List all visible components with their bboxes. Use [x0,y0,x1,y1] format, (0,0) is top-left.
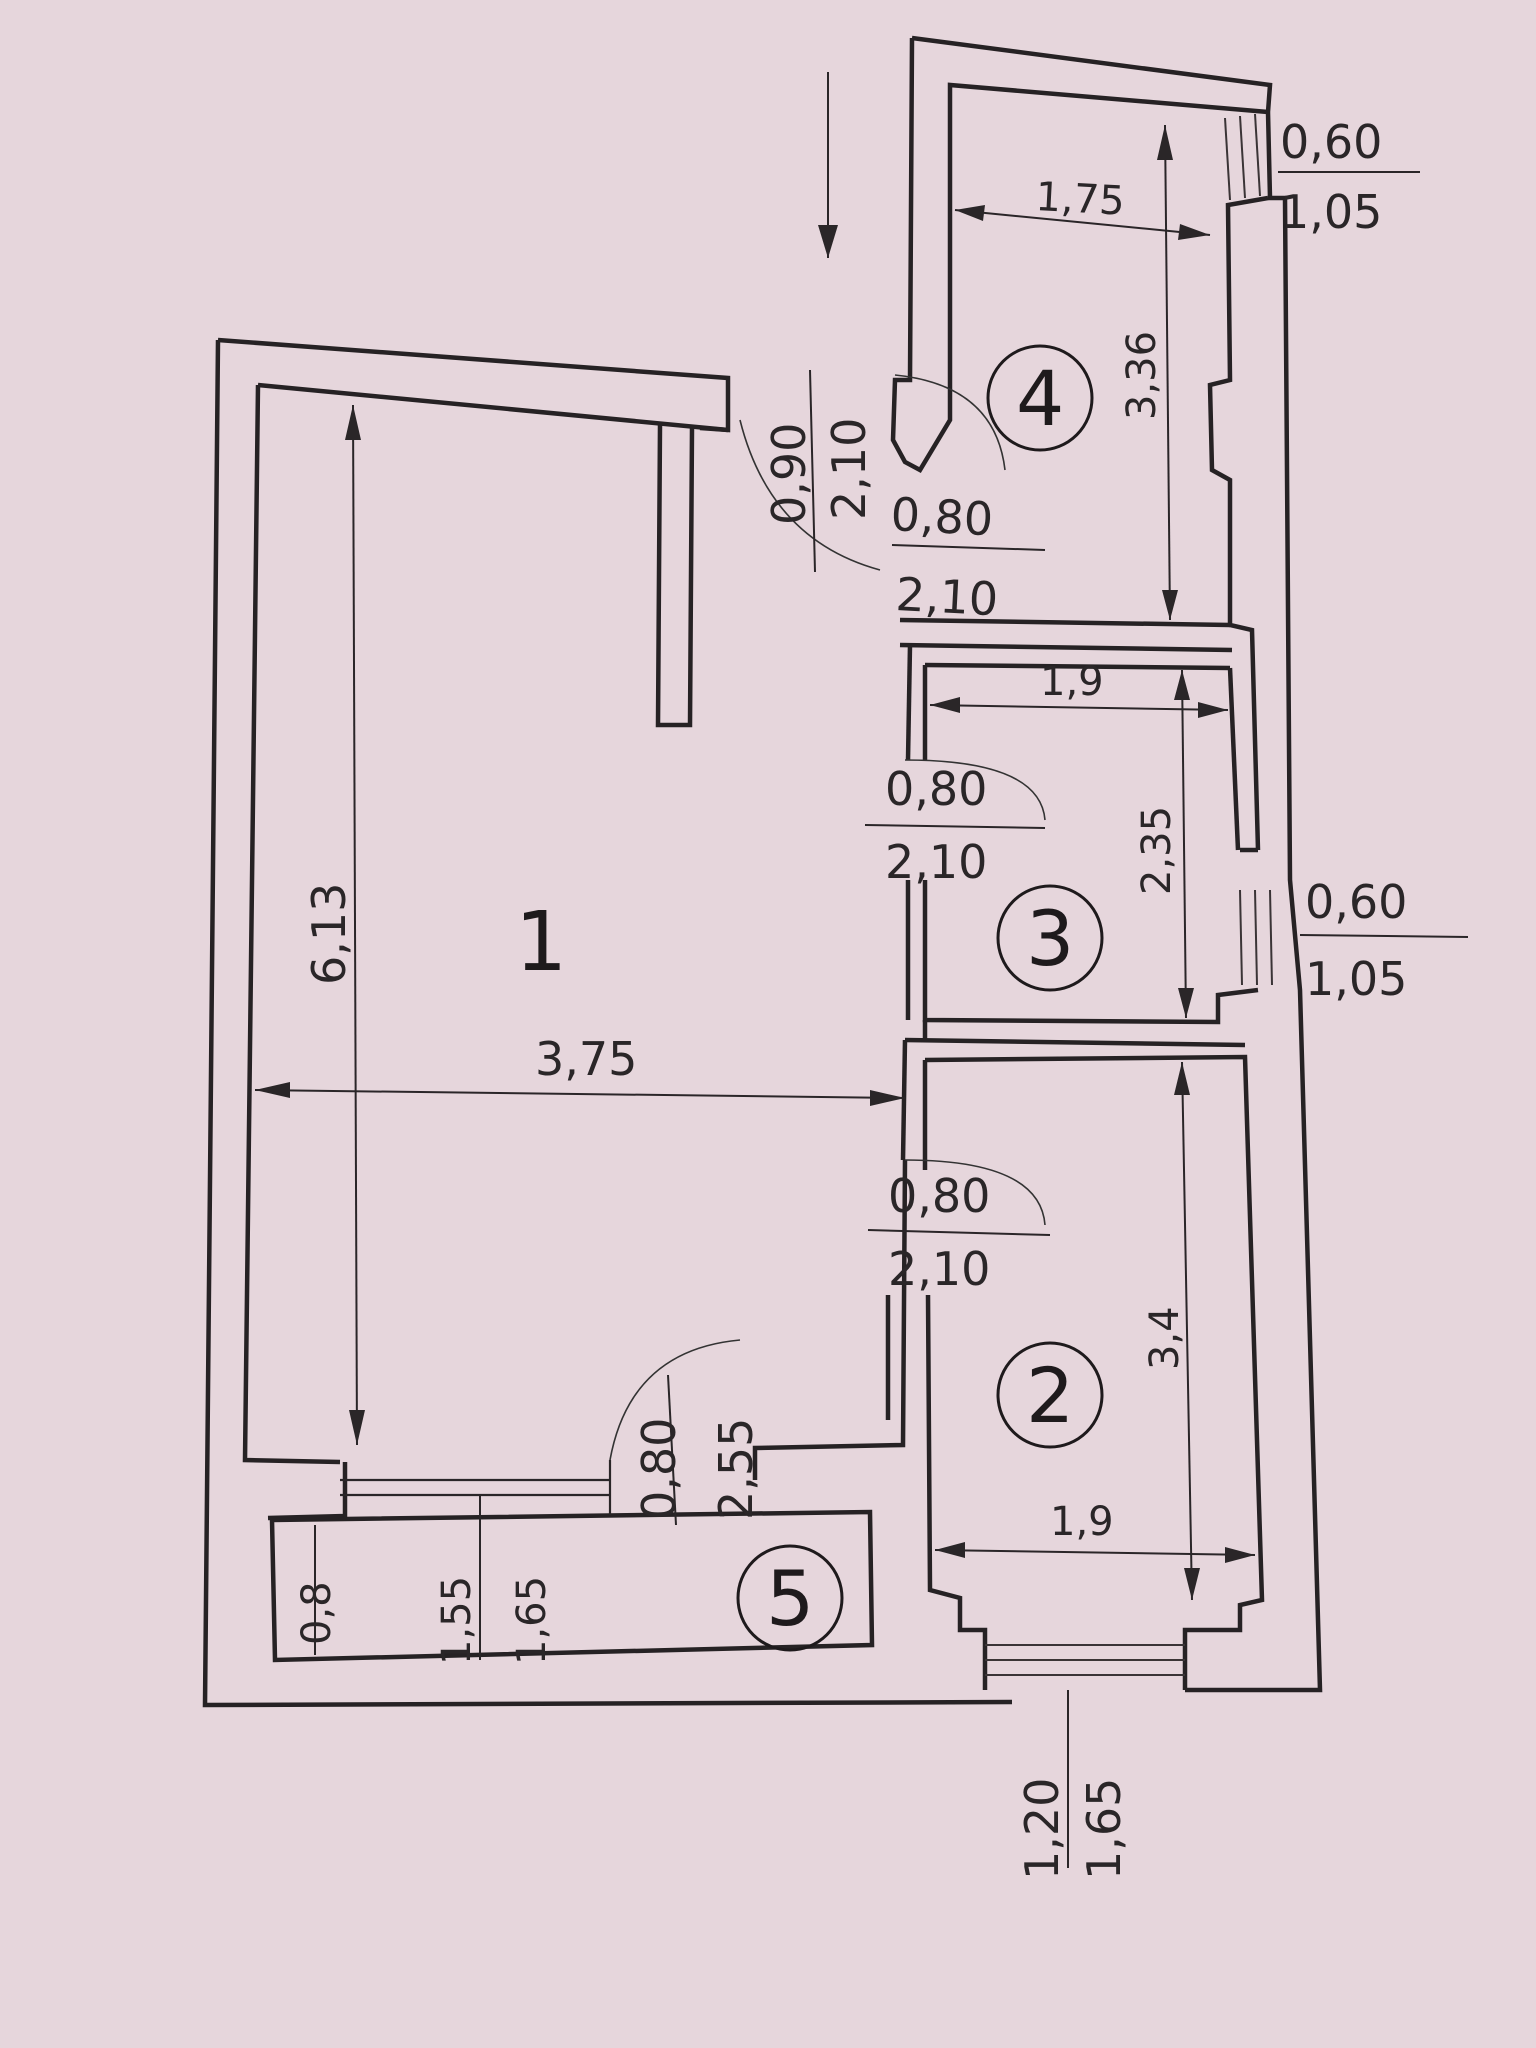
door-swings [609,374,1046,1461]
room5-c-label: 1,65 [509,1576,555,1665]
room4-length-label: 3,36 [1119,331,1165,420]
room4-width-label: 1,75 [1034,174,1125,225]
room-2-walls [752,1039,1265,1690]
entry-door-height: 2,10 [822,418,876,520]
room1-width-label: 3,75 [535,1032,637,1086]
door-room4-height: 2,10 [894,567,999,626]
entry-door-width: 0,90 [762,423,816,525]
door-room2-width: 0,80 [888,1169,990,1223]
window-room3-width: 0,60 [1305,875,1407,929]
window-room2-width: 1,20 [1015,1778,1069,1880]
window-room4-width: 0,60 [1280,115,1382,169]
window-room4-height: 1,05 [1280,185,1382,239]
window-room2-height: 1,65 [1077,1778,1131,1880]
window-room2 [985,1644,1185,1676]
door-room4-width: 0,80 [889,487,994,546]
room-2-circle [996,1341,1104,1449]
room3-length-label: 2,35 [1134,806,1180,895]
room-2-number: 2 [1026,1351,1074,1440]
room-3-circle [996,884,1104,992]
room-4-number: 4 [1016,354,1064,443]
dimension-lines [254,124,1469,1868]
window-room3-height: 1,05 [1305,952,1407,1006]
window-room3 [1239,889,1273,986]
room2-width-label: 1,9 [1050,1499,1114,1545]
room-5-number: 5 [766,1554,814,1643]
room-5-circle [736,1544,844,1652]
door-room3-width: 0,80 [885,762,987,816]
room-5-walls [269,1460,875,1663]
door-balcony-width: 0,80 [632,1418,686,1520]
room1-length-label: 6,13 [302,883,356,985]
outer-walls [202,35,1323,1708]
door-room2-height: 2,10 [888,1242,990,1296]
room-1-number: 1 [515,895,567,990]
room3-width-label: 1,9 [1040,659,1104,705]
door-balcony-height: 2,55 [709,1418,763,1520]
window-room4 [1224,113,1261,201]
room-4-circle [986,344,1094,452]
room-3-walls [904,644,1259,1048]
room-3-number: 3 [1026,894,1074,983]
room2-length-label: 3,4 [1142,1306,1188,1370]
room5-b-label: 1,55 [434,1576,480,1665]
room5-a-label: 0,8 [294,1581,340,1645]
room-4-walls [899,617,1233,653]
entry-arrow [818,72,838,258]
door-room3-height: 2,10 [885,835,987,889]
